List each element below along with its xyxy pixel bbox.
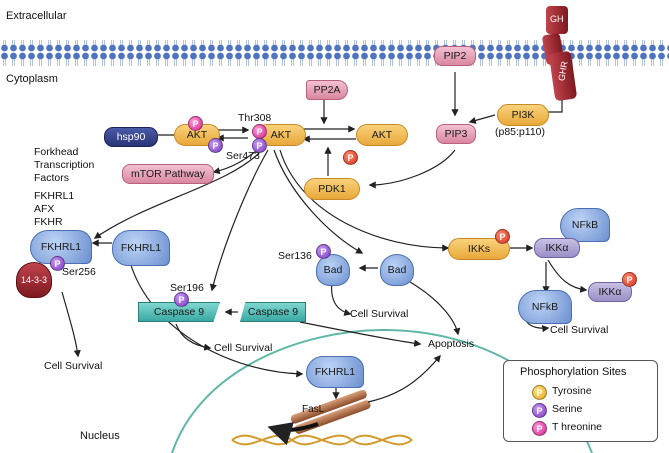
caspase9-label: Caspase 9 [247,306,299,318]
akt-right-phospho: P [343,150,358,165]
ser136-label: Ser136 [278,250,312,262]
phosphorylation-legend: Phosphorylation Sites P Tyrosine P Serin… [503,360,658,442]
forkhead-label: Forkhead Transcription Factors [34,146,95,184]
nfkb-bottom-node: NFkB [518,290,572,324]
mtor-pathway-label: mTOR Pathway [131,168,205,180]
akt-active-label: AKT [270,129,292,141]
fkhrl1-bound-label: FKHRL1 [40,241,82,253]
bad-phospho-node: Bad [316,254,350,286]
cell-survival-fkhr: Cell Survival [44,360,103,372]
gh-label: GH [550,14,564,24]
nucleus-label: Nucleus [80,430,120,442]
akt-thr308-phospho: P [252,124,267,139]
fkhrl1-ser256-phospho: P [50,256,65,271]
ikks-label: IKKs [467,243,491,255]
pip3-label: PIP3 [444,128,468,140]
ikks-node: IKKs [448,238,510,260]
transcription-arrow [267,422,319,446]
dna-helix [231,434,413,446]
pip2-label: PIP2 [443,50,467,62]
gh-ligand [546,6,568,34]
mtor-pathway-node: mTOR Pathway [122,164,214,184]
ghr-receptor [549,51,577,101]
fkhrl1-nuclear-label: FKHRL1 [314,366,356,378]
ikka-top-label: IKKα [545,242,569,254]
fkhr-list-label: FKHRL1 AFX FKHR [34,190,75,228]
pp2a-node: PP2A [306,80,348,100]
nfkb-top-label: NFkB [571,219,599,231]
akt-right-node: AKT [356,124,408,146]
pip2-node: PIP2 [434,46,476,66]
apoptosis-label: Apoptosis [428,338,475,350]
hsp90-node: hsp90 [104,127,158,147]
ikka-bottom-label: IKKα [598,286,622,298]
ikka-top-node: IKKα [534,238,580,258]
caspase9-ser196-phospho: P [174,292,189,307]
nfkb-top-node: NFkB [560,208,610,242]
legend-tyrosine-label: Tyrosine [552,385,592,397]
protein-14-3-3-label: 14-3-3 [20,275,47,285]
legend-title: Phosphorylation Sites [520,366,627,378]
fkhrl1-free-node: FKHRL1 [112,230,170,266]
extracellular-label: Extracellular [6,10,67,22]
hsp90-label: hsp90 [116,131,146,143]
pdk1-label: PDK1 [318,183,346,195]
pi3k-label: PI3K [511,109,535,121]
cell-survival-caspase: Cell Survival [214,342,273,354]
pi3k-subunits: (p85:p110) [495,126,546,138]
bad-ser136-phospho: P [316,244,331,259]
protein-14-3-3-node: 14-3-3 [16,262,52,298]
pip3-node: PIP3 [436,124,476,144]
akt-inactive-label: AKT [186,129,208,141]
cell-survival-bad: Cell Survival [350,308,409,320]
pp2a-label: PP2A [313,84,341,96]
akt-right-label: AKT [371,129,393,141]
pdk1-node: PDK1 [304,178,360,200]
ser473-label: Ser473 [226,150,260,162]
legend-tyrosine-icon: P [532,385,547,400]
akt-active-node: AKT [256,124,306,146]
pi3k-node: PI3K [497,104,549,126]
bad-phospho-label: Bad [323,264,343,276]
ikks-phospho: P [495,229,510,244]
caspase9-node: Caspase 9 [240,302,306,322]
legend-threonine-icon: P [532,421,547,436]
akt-ser473-phospho: P [252,138,267,153]
caspase9-phospho-label: Caspase 9 [153,306,205,318]
nfkb-bottom-label: NFkB [531,301,559,313]
akt-left-phospho-serine: P [208,138,223,153]
legend-threonine-label: T hreonine [552,421,603,433]
fkhrl1-nuclear-node: FKHRL1 [306,356,364,388]
ikka-bottom-phospho: P [622,272,637,287]
fkhrl1-free-label: FKHRL1 [120,242,162,254]
bad-label: Bad [387,264,407,276]
ser256-label: Ser256 [62,266,96,278]
cell-survival-nfkb: Cell Survival [550,324,609,336]
cytoplasm-label: Cytoplasm [6,73,58,85]
akt-left-phospho-threonine: P [188,116,203,131]
fasl-label: FasL [302,404,325,415]
bad-node: Bad [380,254,414,286]
legend-serine-icon: P [532,403,547,418]
ikka-bottom-node: IKKα [588,282,632,302]
legend-serine-label: Serine [552,403,583,415]
ser196-label: Ser196 [170,282,204,294]
thr308-label: Thr308 [238,112,272,124]
